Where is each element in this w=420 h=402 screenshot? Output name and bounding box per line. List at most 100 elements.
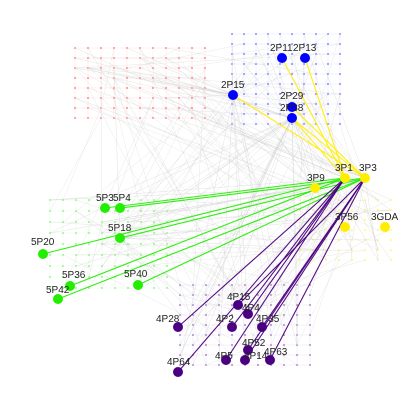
node-5p18[interactable]: 5P18 <box>108 223 132 243</box>
node-marker[interactable] <box>65 281 75 291</box>
node-marker[interactable] <box>287 102 297 112</box>
background-node <box>88 221 90 223</box>
background-edge <box>75 210 121 239</box>
background-edge <box>166 53 257 212</box>
background-node <box>62 210 64 212</box>
node-marker[interactable] <box>233 300 243 310</box>
node-4p28[interactable]: 4P28 <box>156 314 183 332</box>
node-marker[interactable] <box>265 355 275 365</box>
background-node <box>191 107 193 109</box>
background-node <box>204 67 206 69</box>
node-2p38[interactable]: 2P38 <box>280 103 304 123</box>
node-5p40[interactable]: 5P40 <box>124 269 148 290</box>
background-node <box>88 276 90 278</box>
background-node <box>243 53 245 55</box>
background-node <box>351 219 353 221</box>
background-node <box>291 73 293 75</box>
node-marker[interactable] <box>38 249 48 259</box>
background-node <box>153 265 155 267</box>
node-4p64[interactable]: 4P64 <box>167 357 191 377</box>
node-marker[interactable] <box>221 355 231 365</box>
background-node <box>166 243 168 245</box>
node-marker[interactable] <box>100 203 110 213</box>
background-node <box>191 67 193 69</box>
edge-3p1-2p11 <box>281 57 346 179</box>
background-edge <box>231 117 293 296</box>
node-marker[interactable] <box>300 53 310 63</box>
node-marker[interactable] <box>257 322 267 332</box>
node-3p9[interactable]: 3P9 <box>307 173 325 193</box>
node-marker[interactable] <box>133 280 143 290</box>
background-node <box>255 103 257 105</box>
node-marker[interactable] <box>243 345 253 355</box>
background-edge <box>166 123 281 212</box>
background-edge <box>127 67 206 212</box>
node-marker[interactable] <box>287 113 297 123</box>
node-5p42[interactable]: 5P42 <box>46 285 70 304</box>
background-node <box>339 103 341 105</box>
node-2p13[interactable]: 2P13 <box>293 43 317 63</box>
background-node <box>114 199 116 201</box>
edge-3p1-2p13 <box>304 57 346 179</box>
background-edge <box>231 284 298 326</box>
node-marker[interactable] <box>310 183 320 193</box>
background-node <box>267 63 269 65</box>
node-5p36[interactable]: 5P36 <box>62 270 86 291</box>
background-node <box>192 284 194 286</box>
background-node <box>62 254 64 256</box>
node-5p4[interactable]: 5P4 <box>113 193 131 213</box>
node-marker[interactable] <box>380 222 390 232</box>
background-edge <box>101 97 154 212</box>
node-4p15[interactable]: 4P15 <box>227 292 251 310</box>
background-edge <box>87 67 305 115</box>
node-3gda[interactable]: 3GDA <box>371 212 399 232</box>
node-2p11[interactable]: 2P11 <box>270 43 293 63</box>
background-edge <box>113 77 207 366</box>
background-node <box>100 77 102 79</box>
node-5p3[interactable]: 5P3 <box>96 193 114 213</box>
node-4p2[interactable]: 4P2 <box>216 314 237 332</box>
node-marker[interactable] <box>340 173 350 183</box>
node-3p1[interactable]: 3P1 <box>335 163 353 183</box>
node-4p63[interactable]: 4P63 <box>264 347 288 365</box>
node-4p52[interactable]: 4P52 <box>242 338 266 355</box>
background-node <box>75 254 77 256</box>
node-marker[interactable] <box>240 355 250 365</box>
background-node <box>377 219 379 221</box>
node-3p56[interactable]: 3P56 <box>335 212 359 232</box>
node-marker[interactable] <box>53 294 63 304</box>
node-4p5[interactable]: 4P5 <box>215 351 233 365</box>
background-edge <box>126 47 234 96</box>
node-marker[interactable] <box>228 90 238 100</box>
node-marker[interactable] <box>115 233 125 243</box>
background-node <box>140 276 142 278</box>
node-label: 4P5 <box>215 351 233 362</box>
node-3p3[interactable]: 3P3 <box>359 163 377 183</box>
node-2p15[interactable]: 2P15 <box>221 80 245 100</box>
node-5p20[interactable]: 5P20 <box>31 237 55 259</box>
node-marker[interactable] <box>115 203 125 213</box>
background-node <box>338 249 340 251</box>
background-node <box>49 287 51 289</box>
node-marker[interactable] <box>173 367 183 377</box>
background-node <box>291 53 293 55</box>
node-2p29[interactable]: 2P29 <box>280 91 304 112</box>
node-marker[interactable] <box>243 309 253 319</box>
node-marker[interactable] <box>360 173 370 183</box>
node-marker[interactable] <box>277 53 287 63</box>
background-node <box>283 324 285 326</box>
node-4p14[interactable]: 4P14 <box>240 351 268 365</box>
node-4p4[interactable]: 4P4 <box>242 303 260 319</box>
background-node <box>100 97 102 99</box>
node-marker[interactable] <box>227 322 237 332</box>
background-node <box>192 334 194 336</box>
background-edge <box>74 97 379 251</box>
background-node <box>126 107 128 109</box>
background-edge <box>153 232 259 306</box>
node-marker[interactable] <box>340 222 350 232</box>
node-marker[interactable] <box>173 322 183 332</box>
node-4p35[interactable]: 4P35 <box>256 314 280 332</box>
node-label: 2P13 <box>293 43 317 54</box>
background-node <box>152 117 154 119</box>
background-edge <box>140 103 233 245</box>
